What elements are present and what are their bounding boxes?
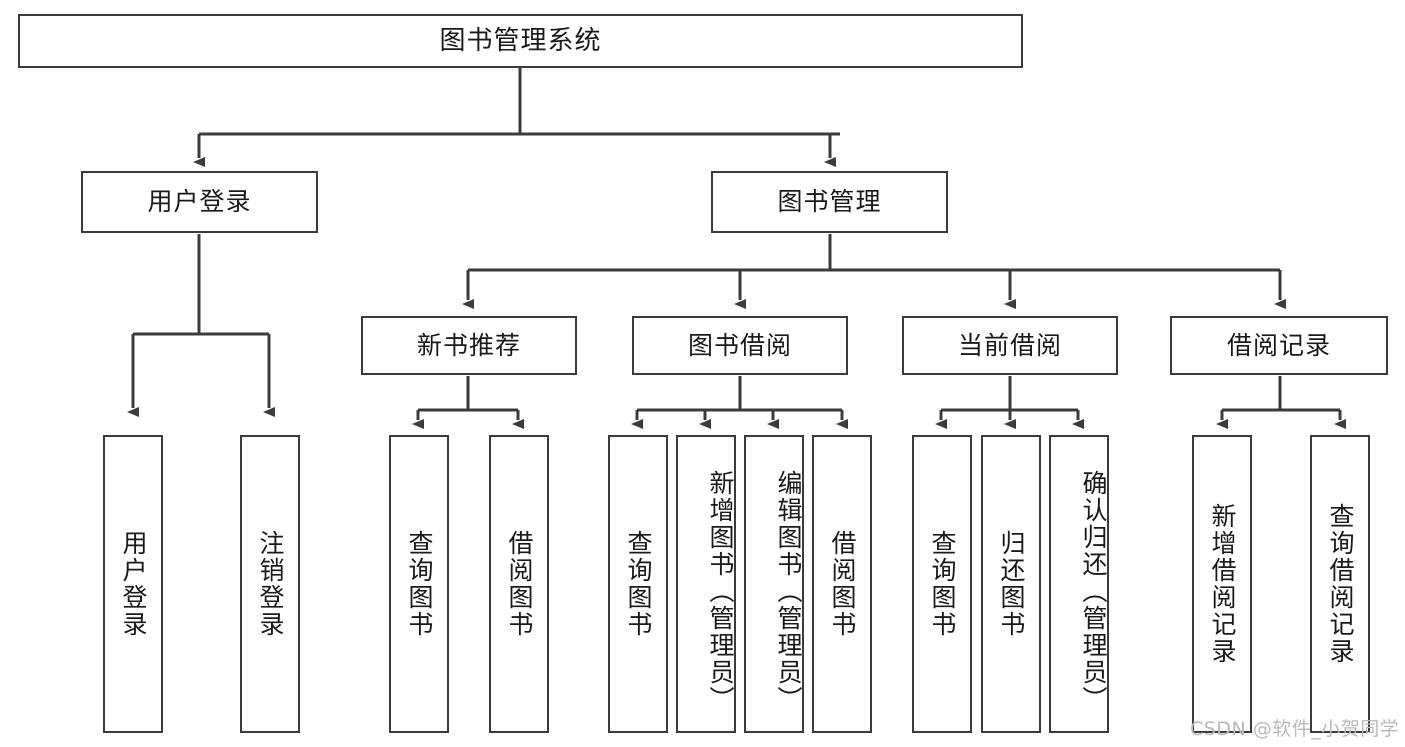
node-label: 查询图书 xyxy=(624,530,653,638)
leaf-new-book-query[interactable]: 查询图书 xyxy=(389,435,449,733)
node-label: 当前借阅 xyxy=(957,330,1062,360)
node-label: 用户登录 xyxy=(119,530,148,638)
node-label: 查询图书 xyxy=(928,530,957,638)
leaf-borrow-record-query[interactable]: 查询借阅记录 xyxy=(1310,435,1370,733)
node-label: 图书管理 xyxy=(777,187,882,217)
node-label: 图书管理系统 xyxy=(439,25,602,56)
node-label: 注销登录 xyxy=(256,530,285,638)
leaf-user-login-logout[interactable]: 注销登录 xyxy=(240,435,300,733)
leaf-book-borrow-borrow[interactable]: 借阅图书 xyxy=(812,435,872,733)
node-user-login[interactable]: 用户登录 xyxy=(81,171,318,233)
node-label: 查询借阅记录 xyxy=(1326,503,1355,665)
leaf-book-borrow-query[interactable]: 查询图书 xyxy=(608,435,668,733)
leaf-new-book-borrow[interactable]: 借阅图书 xyxy=(489,435,549,733)
node-label: 新增借阅记录 xyxy=(1208,503,1237,665)
node-label: 借阅记录 xyxy=(1226,330,1331,360)
node-book-borrow[interactable]: 图书借阅 xyxy=(632,316,848,375)
csdn-watermark: CSDN @软件_小贺同学 xyxy=(1190,718,1400,740)
leaf-book-borrow-edit[interactable]: 编辑图书（管理员） xyxy=(744,435,804,733)
node-label: 编辑图书（管理员） xyxy=(774,469,803,713)
node-label: 用户登录 xyxy=(147,187,252,217)
node-label: 图书借阅 xyxy=(687,330,792,360)
node-label: 确认归还（管理员） xyxy=(1079,469,1108,713)
node-current-borrow[interactable]: 当前借阅 xyxy=(902,316,1118,375)
node-label: 新增图书（管理员） xyxy=(706,469,735,713)
node-book-management[interactable]: 图书管理 xyxy=(711,171,948,233)
node-label: 借阅图书 xyxy=(828,530,857,638)
node-root-system[interactable]: 图书管理系统 xyxy=(18,14,1023,68)
leaf-borrow-record-add[interactable]: 新增借阅记录 xyxy=(1192,435,1252,733)
node-label: 归还图书 xyxy=(997,530,1026,638)
node-label: 查询图书 xyxy=(405,530,434,638)
leaf-user-login-login[interactable]: 用户登录 xyxy=(103,435,163,733)
node-label: 借阅图书 xyxy=(505,530,534,638)
leaf-book-borrow-add[interactable]: 新增图书（管理员） xyxy=(676,435,736,733)
leaf-current-borrow-query[interactable]: 查询图书 xyxy=(912,435,972,733)
leaf-current-borrow-return[interactable]: 归还图书 xyxy=(981,435,1041,733)
node-new-book-recommend[interactable]: 新书推荐 xyxy=(361,316,577,375)
leaf-current-borrow-confirm-return[interactable]: 确认归还（管理员） xyxy=(1049,435,1109,733)
node-borrow-record[interactable]: 借阅记录 xyxy=(1170,316,1388,375)
node-label: 新书推荐 xyxy=(416,330,521,360)
